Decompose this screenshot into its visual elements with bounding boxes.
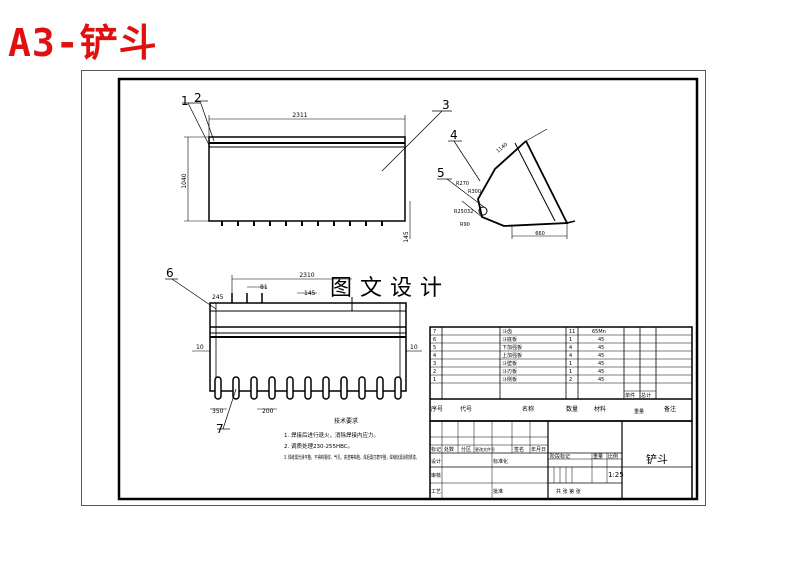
drawing-scale: 1:25 — [608, 471, 624, 479]
svg-text:3: 3 — [433, 361, 436, 367]
svg-text:标准化: 标准化 — [493, 458, 508, 465]
svg-text:标记: 标记 — [431, 446, 441, 453]
svg-text:5: 5 — [433, 345, 436, 351]
svg-text:分区: 分区 — [461, 446, 471, 453]
callout-4: 4 — [450, 128, 458, 142]
svg-text:重量: 重量 — [634, 408, 644, 415]
dim-side-bot: R90 — [460, 222, 470, 228]
svg-text:单件: 单件 — [625, 392, 635, 399]
svg-text:1: 1 — [569, 337, 572, 343]
svg-text:65Mn: 65Mn — [592, 329, 606, 335]
watermark: 图文设计 — [330, 276, 451, 301]
title-block — [429, 420, 693, 500]
dim-side-left: R270 — [456, 181, 469, 187]
side-view — [461, 128, 576, 239]
svg-text:45: 45 — [598, 369, 604, 375]
svg-text:45: 45 — [598, 361, 604, 367]
dim-side-mid: R300 — [468, 189, 481, 195]
callout-7: 7 — [216, 422, 224, 436]
svg-text:工艺: 工艺 — [431, 489, 441, 495]
drawing-sheet: 2311 1040 145 1 2 3 1140 R270 R300 R2503… — [81, 70, 706, 506]
svg-text:设计: 设计 — [431, 458, 441, 465]
page-title: A3-铲斗 — [8, 21, 158, 65]
note-3: 3. 焊缝需光滑平整，不得有裂纹、气孔、夹渣等缺陷，焊后需打磨平整，焊缝处需涂防… — [284, 454, 419, 461]
svg-text:序号: 序号 — [431, 405, 443, 413]
svg-text:45: 45 — [598, 353, 604, 359]
notes-heading: 技术要求 — [334, 417, 358, 425]
svg-text:2: 2 — [433, 369, 436, 375]
svg-text:名称: 名称 — [522, 405, 534, 413]
svg-text:45: 45 — [598, 337, 604, 343]
leaders-side — [437, 140, 485, 208]
inner-frame — [117, 77, 699, 501]
dim-side-base: 660 — [535, 231, 545, 237]
dim-front-r: 81 — [260, 284, 268, 291]
svg-text:上加强板: 上加强板 — [502, 352, 522, 359]
svg-text:1: 1 — [569, 361, 572, 367]
svg-text:共 张 第 张: 共 张 第 张 — [556, 488, 581, 495]
svg-text:下加强板: 下加强板 — [502, 344, 522, 351]
dim-front-width: 2310 — [299, 272, 314, 279]
dim-top-height: 1040 — [181, 173, 188, 188]
callout-3: 3 — [442, 98, 450, 112]
note-1: 1. 焊接后进行退火，消除焊接内应力。 — [284, 431, 379, 439]
dim-bottom-left: 350 — [212, 408, 224, 415]
svg-text:4: 4 — [569, 353, 572, 359]
dim-side-low: R25032 — [454, 209, 473, 215]
svg-text:1: 1 — [433, 377, 436, 383]
svg-text:斗侧板: 斗侧板 — [502, 376, 517, 383]
parts-table — [429, 326, 693, 422]
leaders-top — [182, 100, 452, 172]
top-view — [184, 115, 411, 239]
svg-text:比例: 比例 — [608, 453, 618, 460]
svg-text:4: 4 — [433, 353, 436, 359]
svg-text:斗底板: 斗底板 — [502, 336, 517, 343]
svg-text:审核: 审核 — [431, 472, 441, 479]
dim-side-top: 1140 — [495, 142, 509, 155]
title-block-labels: 标记 处数 分区 更改文件号 签名 年月日 设计 标准化 阶段标记 重量 比例 … — [431, 446, 618, 495]
svg-text:数量: 数量 — [566, 405, 578, 413]
drawing-name: 铲斗 — [646, 452, 668, 466]
callout-2: 2 — [194, 91, 202, 105]
svg-text:批准: 批准 — [493, 488, 503, 495]
dim-top-width: 2311 — [292, 112, 307, 119]
svg-text:重量: 重量 — [593, 453, 603, 460]
svg-text:总计: 总计 — [641, 392, 651, 399]
svg-text:备注: 备注 — [664, 405, 676, 413]
dim-top-tooth: 145 — [403, 231, 410, 243]
parts-header: 序号 代号 名称 数量 材料 单件 总计 重量 备注 — [431, 392, 676, 415]
parts-rows: 7 斗齿 11 65Mn 6 斗底板 1 45 5 下加强板 4 45 4 上加… — [433, 329, 606, 383]
dim-side-gap-r: 10 — [410, 344, 418, 351]
dim-front-right: 145 — [304, 290, 316, 297]
front-view-teeth — [214, 376, 402, 400]
svg-text:斗刃板: 斗刃板 — [502, 368, 517, 375]
svg-text:更改文件号: 更改文件号 — [475, 446, 495, 452]
top-view-teeth — [221, 221, 383, 226]
svg-text:处数: 处数 — [444, 446, 454, 453]
svg-text:阶段标记: 阶段标记 — [550, 453, 570, 460]
svg-text:材料: 材料 — [594, 405, 606, 413]
svg-text:6: 6 — [433, 337, 436, 343]
svg-text:斗齿: 斗齿 — [502, 329, 512, 335]
svg-text:45: 45 — [598, 377, 604, 383]
svg-text:45: 45 — [598, 345, 604, 351]
callout-5: 5 — [437, 166, 445, 180]
svg-text:11: 11 — [569, 329, 575, 335]
note-2: 2. 调质处理230-255HBC。 — [284, 442, 353, 450]
svg-text:1: 1 — [569, 369, 572, 375]
svg-text:代号: 代号 — [460, 405, 472, 413]
svg-text:2: 2 — [569, 377, 572, 383]
callout-1: 1 — [181, 94, 189, 108]
svg-text:7: 7 — [433, 329, 436, 335]
engineering-drawing: 2311 1040 145 1 2 3 1140 R270 R300 R2503… — [117, 77, 699, 501]
svg-text:签名: 签名 — [514, 446, 524, 453]
dim-side-gap-l: 10 — [196, 344, 204, 351]
leaders-front — [165, 278, 237, 430]
svg-text:4: 4 — [569, 345, 572, 351]
dim-front-left: 245 — [212, 294, 224, 301]
callout-6: 6 — [166, 266, 174, 280]
svg-text:斗壁板: 斗壁板 — [502, 360, 517, 367]
svg-text:年月日: 年月日 — [531, 446, 546, 453]
dim-bottom-mid: 200 — [262, 408, 274, 415]
